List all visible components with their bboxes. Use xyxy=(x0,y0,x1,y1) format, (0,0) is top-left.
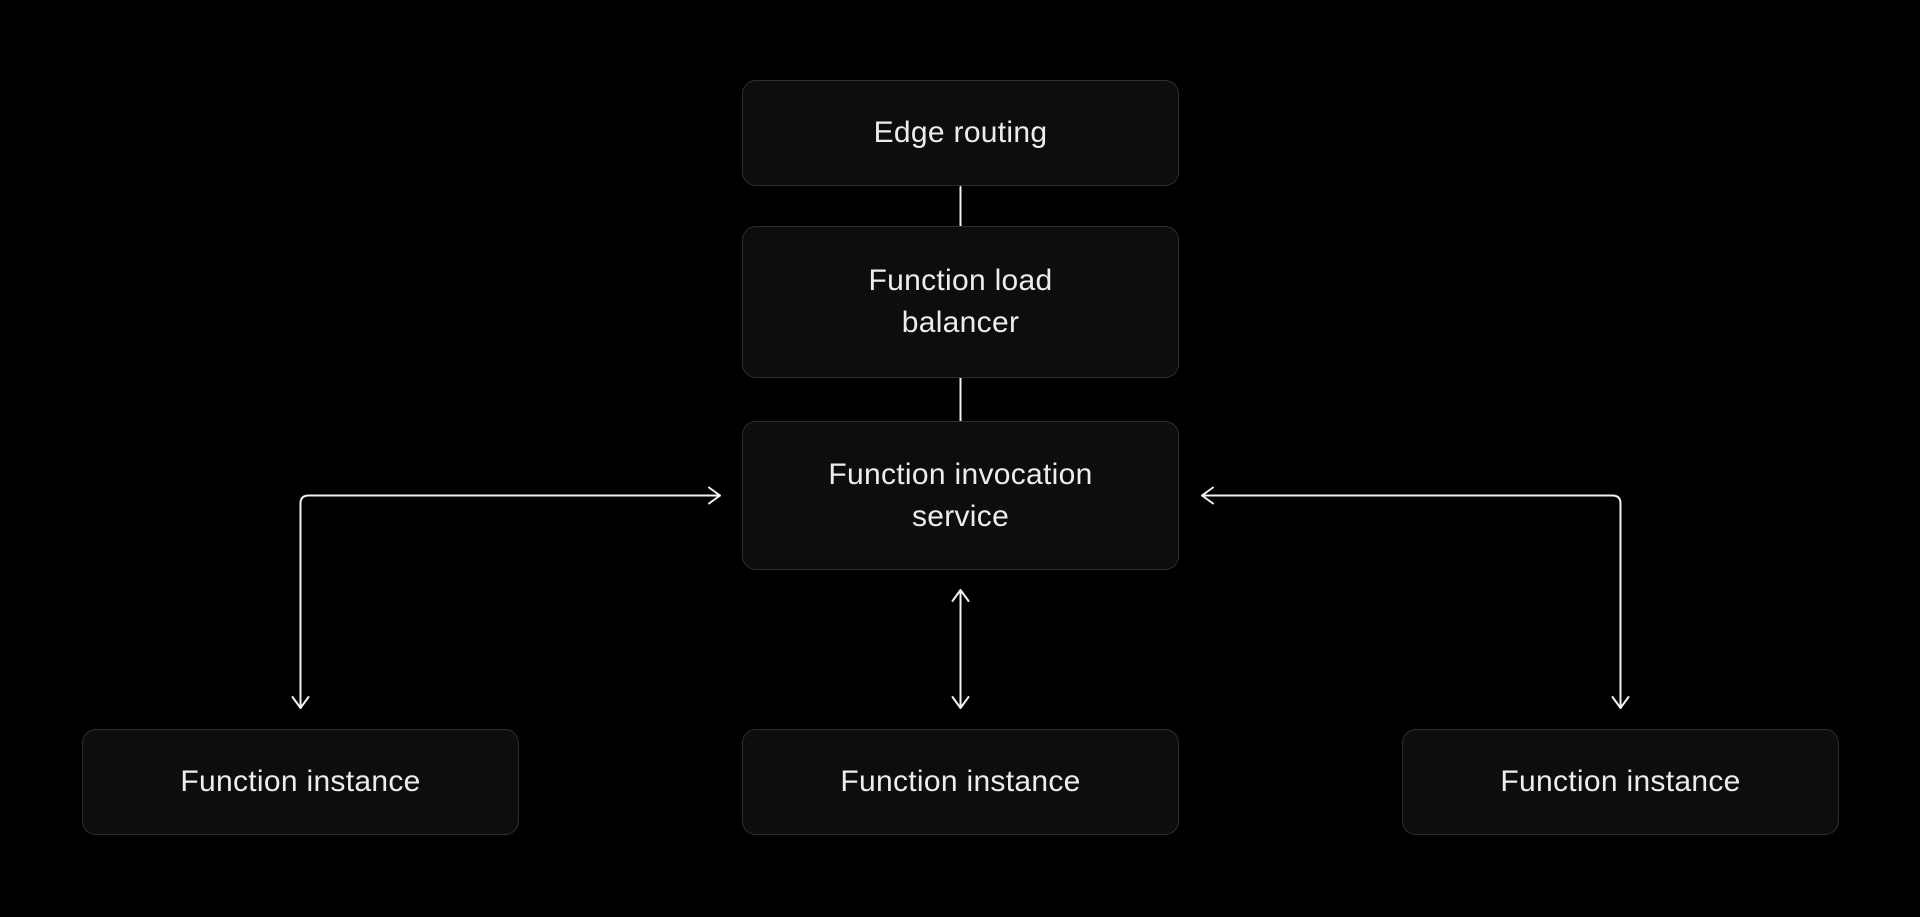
node-label-line: balancer xyxy=(901,306,1020,339)
node-label: Function instance xyxy=(180,765,421,798)
node-label-line: Function invocation xyxy=(828,457,1093,491)
arrowhead-down-into-right-instance-icon xyxy=(1611,696,1630,709)
diagram-node-function-instance-left: Function instance xyxy=(82,729,519,835)
arrowhead-up-into-invocation-service-icon xyxy=(951,589,970,602)
diagram-node-function-instance-center: Function instance xyxy=(742,729,1179,835)
connector-left-instance-elbow xyxy=(299,494,721,709)
arrowhead-right-into-invocation-service-icon xyxy=(708,486,721,505)
arrowhead-down-into-center-instance-icon xyxy=(951,696,970,709)
connector-right-instance-elbow xyxy=(1201,494,1622,709)
diagram-node-function-load-balancer: Function load balancer xyxy=(742,226,1179,378)
node-label-line: service xyxy=(911,499,1010,533)
node-label: Function instance xyxy=(840,765,1081,798)
node-label: Function instance xyxy=(1500,765,1741,798)
node-label-line: Function load xyxy=(868,264,1053,297)
diagram-node-function-instance-right: Function instance xyxy=(1402,729,1839,835)
arrowhead-left-into-invocation-service-icon xyxy=(1201,486,1214,505)
diagram-node-edge-routing: Edge routing xyxy=(742,80,1179,186)
arrowhead-down-into-left-instance-icon xyxy=(291,696,310,709)
diagram-node-function-invocation-service: Function invocation service xyxy=(742,421,1179,570)
node-label: Edge routing xyxy=(873,116,1048,149)
